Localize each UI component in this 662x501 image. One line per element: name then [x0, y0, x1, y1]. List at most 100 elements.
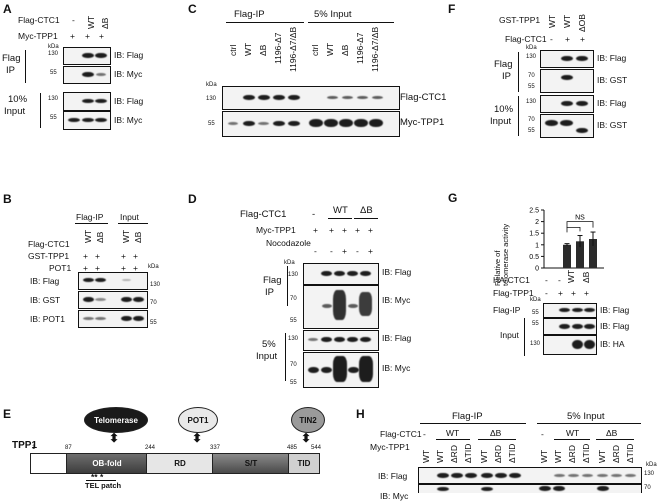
- lane-label: ΔB: [360, 205, 373, 216]
- panel-letter: F: [448, 2, 456, 16]
- header-line: [596, 439, 634, 440]
- ib-label: IB: GST: [597, 120, 628, 130]
- mw-marker: 130: [530, 341, 541, 347]
- blot: [418, 467, 642, 484]
- lane-label: WT: [435, 449, 445, 463]
- lane-label: ΔTID: [581, 443, 591, 463]
- lane-label: WT: [325, 42, 335, 56]
- y-tick-label: 0: [535, 266, 539, 273]
- lane-label: ΔB: [258, 44, 268, 56]
- position-label: 485: [287, 445, 298, 451]
- panel-letter: D: [188, 192, 197, 206]
- sign: +: [368, 246, 373, 256]
- mw-marker: 70: [150, 300, 157, 306]
- lane-label: WT: [121, 229, 131, 243]
- sign: +: [133, 251, 138, 261]
- group-label: 5%: [262, 339, 276, 350]
- sign: +: [99, 31, 104, 41]
- ib-label: Myc-TPP1: [400, 117, 445, 128]
- row-label: HA-CTC1: [493, 275, 530, 285]
- bar: [589, 239, 597, 268]
- blot: [540, 95, 594, 113]
- header-line: [308, 22, 394, 23]
- row-label: Myc-TPP1: [18, 31, 58, 41]
- sign: +: [342, 246, 347, 256]
- mw-marker: 55: [150, 320, 157, 326]
- group-label: Input: [256, 351, 278, 362]
- sign: +: [580, 34, 585, 44]
- y-tick-label: 2: [535, 219, 539, 226]
- kda-label: kDa: [526, 45, 537, 51]
- group-label: 10%: [8, 94, 28, 105]
- kda-label: kDa: [148, 264, 159, 270]
- lane-label: ΔTID: [463, 443, 473, 463]
- ib-label: IB: Flag: [597, 53, 627, 63]
- tin2-oval: TIN2: [291, 407, 325, 433]
- pot1-oval: POT1: [178, 407, 218, 433]
- blot: [78, 272, 148, 290]
- row-label: Flag-CTC1: [18, 15, 60, 25]
- panel-letter: E: [3, 407, 12, 421]
- header-label: Flag-IP: [76, 212, 104, 222]
- protein-label: TPP1: [12, 440, 38, 451]
- group-label: Flag: [263, 275, 282, 286]
- arrow-icon: ⬍: [109, 431, 120, 445]
- header-line: [354, 218, 378, 219]
- mw-marker: 55: [532, 310, 539, 316]
- lane-label: 1196-Δ7: [355, 32, 365, 64]
- bar: [576, 241, 584, 268]
- group-label: Flag: [2, 53, 21, 64]
- blot: [303, 285, 379, 329]
- bracket-line: [285, 333, 286, 381]
- blot: [543, 318, 597, 335]
- lane-label: ctrl: [228, 44, 238, 56]
- bar: [563, 244, 571, 268]
- sign: -: [314, 246, 317, 256]
- position-label: 87: [65, 445, 72, 451]
- sign: +: [83, 251, 88, 261]
- sign: -: [330, 246, 333, 256]
- header-line: [554, 439, 590, 440]
- lane-label: -: [545, 275, 548, 285]
- ib-label: IB: Flag: [382, 267, 412, 277]
- mw-marker: 55: [528, 84, 535, 90]
- sign: +: [70, 31, 75, 41]
- sign: +: [133, 263, 138, 273]
- mw-marker: 130: [206, 96, 217, 102]
- mw-marker: 55: [528, 128, 535, 134]
- sign: +: [329, 225, 334, 235]
- header-line: [328, 218, 352, 219]
- lane-label: -: [558, 275, 561, 285]
- sign: +: [121, 251, 126, 261]
- bracket-line: [518, 52, 519, 92]
- domain-tid: TID: [288, 453, 320, 474]
- lane-label: ΔB: [133, 231, 143, 243]
- lane-label: -: [312, 209, 316, 220]
- lane-label: ΔOB: [577, 14, 587, 32]
- kda-label: kDa: [284, 260, 295, 266]
- lane-label: WT: [479, 449, 489, 463]
- lane-label: WT: [86, 15, 96, 29]
- row-label: GST-TPP1: [499, 15, 541, 25]
- ib-label: IB: GST: [30, 295, 61, 305]
- ib-label: IB: Flag: [600, 321, 630, 331]
- header-line: [436, 439, 470, 440]
- header-label: 5% Input: [567, 411, 605, 422]
- lane-label: WT: [597, 449, 607, 463]
- bracket-line: [518, 96, 519, 136]
- lane-label: -: [72, 15, 75, 25]
- panel-letter: B: [3, 192, 12, 206]
- lane-label: ΔB: [490, 428, 502, 438]
- lane-label: ΔB: [100, 17, 110, 29]
- ib-label: IB: Flag: [382, 333, 412, 343]
- sign: +: [571, 288, 576, 298]
- panel-letter: G: [448, 191, 458, 205]
- position-label: 244: [145, 445, 156, 451]
- lane-label: WT: [566, 428, 580, 438]
- lane-label: -: [541, 429, 544, 439]
- panel-letter: A: [3, 2, 12, 16]
- blot: [540, 69, 594, 93]
- lane-label: WT: [553, 449, 563, 463]
- lane-label: WT: [333, 205, 348, 216]
